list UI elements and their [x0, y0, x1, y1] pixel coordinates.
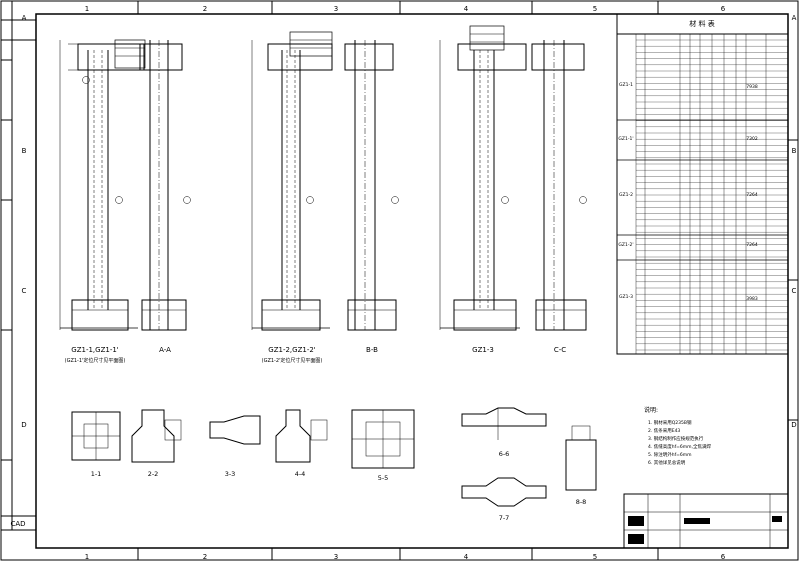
row-label-C-left: C [22, 287, 27, 295]
notes-heading: 说明: [644, 406, 658, 414]
section-label-3: 3-3 [225, 470, 236, 478]
row-zone-labels: A A B B C C D D [21, 14, 798, 429]
section-label-8: 8-8 [576, 498, 587, 506]
column-label-2-top: 2 [203, 5, 207, 13]
section-label-4: 4-4 [295, 470, 306, 478]
title-block [623, 493, 789, 549]
section-label-1: 1-1 [91, 470, 102, 478]
column-label-6-bottom: 6 [721, 553, 726, 561]
corner-label: CAD [10, 520, 25, 528]
section-caption-b: B-B [366, 346, 378, 354]
left-title-strip: C A D [1, 1, 36, 531]
row-label-C-right: C [792, 287, 797, 295]
group-label-1: GZ1-1 [619, 82, 633, 88]
section-label-6: 6-6 [499, 450, 510, 458]
group-total-4: 7264 [746, 242, 758, 248]
elevation-caption-1: GZ1-1,GZ1-1' [71, 346, 119, 354]
design-notes: 说明: 1. 钢材采用Q235B钢 2. 焦条采用E43 3. 钢结构制作应按规… [644, 406, 711, 466]
material-table-title: 材 料 表 [689, 19, 714, 28]
section-label-2: 2-2 [148, 470, 159, 478]
column-label-4-bottom: 4 [464, 553, 469, 561]
column-label-6-top: 6 [721, 5, 726, 13]
section-caption-c: C-C [554, 346, 566, 354]
elevation-gz1-2: GZ1-2,GZ1-2' (GZ1-2'定位尺寸见平面图) B-B [251, 31, 399, 364]
column-label-2-bottom: 2 [203, 553, 207, 561]
group-total-1: 7938 [746, 84, 758, 90]
note-1: 1. 钢材采用Q235B钢 [648, 419, 692, 426]
column-label-3-top: 3 [334, 5, 338, 13]
column-label-1-top: 1 [85, 5, 89, 13]
note-6: 6. 其他详见总说明 [648, 459, 686, 466]
group-total-5: 3983 [746, 296, 758, 302]
elevation-gz1-1: GZ1-1,GZ1-1' (GZ1-1'定位尺寸见平面图) A-A [59, 39, 191, 364]
group-label-4: GZ1-2' [618, 242, 633, 248]
note-4: 4. 焦缝高度hf=6mm,全焦满焊 [648, 443, 711, 450]
note-3: 3. 钢结构制作应按规范执行 [648, 435, 704, 442]
material-table-grid [617, 34, 788, 354]
column-zone-labels: 1 1 2 2 3 3 4 4 5 5 6 6 [85, 1, 726, 561]
section-details: 1-1 2-2 3-3 4-4 5-5 6-6 7-7 8-8 [71, 407, 597, 522]
row-label-B-right: B [792, 147, 797, 155]
row-label-A-left: A [22, 14, 27, 22]
section-label-7: 7-7 [499, 514, 510, 522]
section-label-5: 5-5 [378, 474, 389, 482]
row-label-D-left: D [21, 421, 26, 429]
column-label-5-top: 5 [593, 5, 597, 13]
group-label-3: GZ1-2 [619, 192, 633, 198]
elevation-caption-2: GZ1-2,GZ1-2' [268, 346, 316, 354]
group-total-3: 7264 [746, 192, 758, 198]
column-label-3-bottom: 3 [334, 553, 338, 561]
group-total-2: 7302 [746, 136, 758, 142]
material-table: 材 料 表 GZ1-1 GZ1-1' GZ1-2 GZ1-2' GZ1-3 79… [616, 13, 789, 355]
column-label-5-bottom: 5 [593, 553, 597, 561]
row-label-B-left: B [22, 147, 27, 155]
column-label-4-top: 4 [464, 5, 469, 13]
elevation-subcaption-2: (GZ1-2'定位尺寸见平面图) [262, 357, 323, 364]
group-label-5: GZ1-3 [619, 294, 633, 300]
elevation-subcaption-1: (GZ1-1'定位尺寸见平面图) [65, 357, 126, 364]
group-label-2: GZ1-1' [618, 136, 633, 142]
note-2: 2. 焦条采用E43 [648, 427, 680, 434]
column-label-1-bottom: 1 [85, 553, 89, 561]
note-5: 5. 除注明外hf=6mm [648, 451, 692, 458]
elevation-gz1-3: GZ1-3 C-C [439, 25, 587, 354]
row-label-D-right: D [791, 421, 796, 429]
elevation-caption-3: GZ1-3 [472, 346, 494, 354]
row-label-A-right: A [792, 14, 797, 22]
section-caption-a: A-A [159, 346, 171, 354]
